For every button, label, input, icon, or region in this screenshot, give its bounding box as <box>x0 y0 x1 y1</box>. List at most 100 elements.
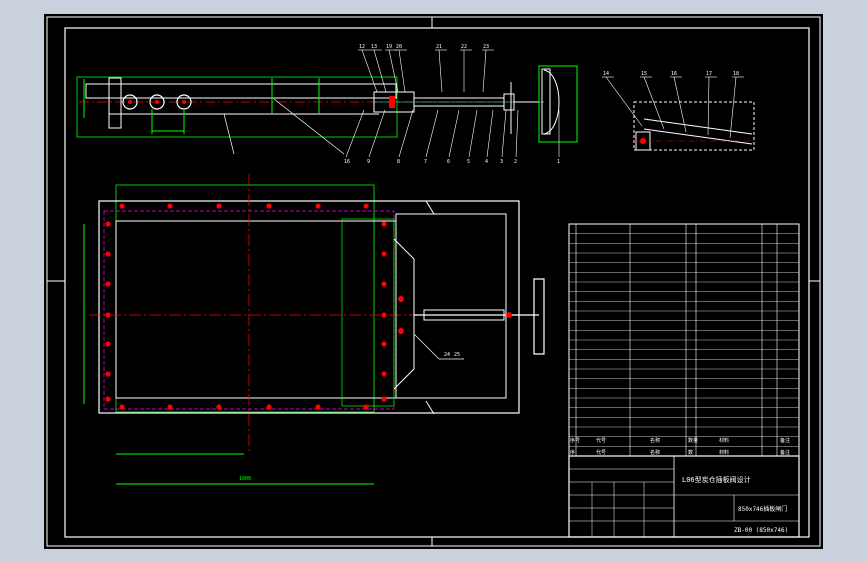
side-leader-bottom-line <box>486 109 494 158</box>
bom-header-cell: 名称 <box>650 437 660 444</box>
plan-view: 1000 24 25 <box>83 174 545 485</box>
side-leader-bottom-line <box>515 109 519 158</box>
long-leader-16 <box>273 98 345 155</box>
plan-spindle-body <box>423 309 505 321</box>
title-drawing-number: ZB-00 (850x746) <box>734 527 788 534</box>
detail-leader-line <box>729 76 737 139</box>
bom-rows: 序号代号名称数量材料备注 <box>569 233 799 447</box>
bolt-hole <box>381 396 387 402</box>
side-leader-bottom-line <box>368 109 386 158</box>
side-leader-top-line <box>373 49 387 93</box>
plan-green-inner <box>341 218 395 407</box>
detail-view: 14 15 16 17 18 <box>602 71 756 151</box>
side-leader-top-line <box>388 49 399 93</box>
side-leader-bottom-label: 9 <box>367 159 370 165</box>
plan-gap-mark-top <box>425 200 435 215</box>
side-leader-bottom-label: 3 <box>500 159 503 165</box>
detail-leader-label: 17 <box>706 71 712 77</box>
plan-dim-box-top <box>115 184 375 413</box>
roller-hub-3 <box>182 100 186 104</box>
bolt-hole <box>105 371 111 377</box>
plan-bolt-holes <box>105 203 387 410</box>
actuator-red-mark <box>389 96 395 108</box>
bom-header-cell: 数量 <box>688 437 698 444</box>
plan-dim-text: 1000 <box>239 476 251 482</box>
bolt-hole <box>381 251 387 257</box>
bolt-hole <box>216 404 222 410</box>
side-leader-top-label: 12 <box>359 44 365 50</box>
side-leader-bottom-line <box>398 109 414 158</box>
side-leader-bottom-label: 1 <box>557 159 560 165</box>
bolt-hole <box>167 203 173 209</box>
plan-leader-label-24: 24 <box>444 352 450 358</box>
bolt-hole <box>167 404 173 410</box>
bolt-hole <box>363 203 369 209</box>
handwheel-dim-box <box>538 65 578 143</box>
detail-leader-label: 18 <box>733 71 739 77</box>
side-leader-bottom-line <box>345 109 365 158</box>
side-leader-top-label: 20 <box>396 44 402 50</box>
plan-bracket <box>393 238 415 390</box>
roller-1 <box>122 94 138 110</box>
bolt-hole <box>381 341 387 347</box>
roller-hub-1 <box>128 100 132 104</box>
detail-leader-label: 15 <box>641 71 647 77</box>
detail-leader-line <box>673 76 687 133</box>
detail-leader-label: 14 <box>603 71 609 77</box>
bom-header-cell: 代号 <box>596 437 606 444</box>
plan-inner-opening <box>115 220 397 399</box>
detail-plate-top <box>643 118 753 135</box>
side-view-dim-box <box>76 76 398 138</box>
bom-footer-code: 代号 <box>596 449 606 456</box>
plan-leader-label-25: 25 <box>454 352 460 358</box>
bom-header-cell: 材料 <box>719 437 729 444</box>
bolt-hole <box>381 371 387 377</box>
side-leader-top-label: 19 <box>386 44 392 50</box>
bolt-hole <box>381 312 387 318</box>
long-leader-1 <box>223 113 235 155</box>
title-drawing-name: 850x746插板闸门 <box>738 505 787 513</box>
title-project: L06型炭仓插板阀设计 <box>682 475 751 484</box>
plan-bolt-b <box>398 328 404 334</box>
bolt-hole <box>105 281 111 287</box>
bolt-hole <box>216 203 222 209</box>
side-leader-top-line <box>361 49 378 93</box>
side-leader-top-label: 22 <box>461 44 467 50</box>
side-leader-bottom-label: 4 <box>485 159 488 165</box>
bolt-hole <box>266 203 272 209</box>
bolt-hole <box>119 404 125 410</box>
side-leader-top-line <box>398 49 406 93</box>
inner-frame <box>64 27 810 538</box>
bolt-hole <box>105 312 111 318</box>
bom-header-cell: 备注 <box>780 437 790 444</box>
bolt-hole <box>105 221 111 227</box>
plan-leader-24 <box>413 333 440 360</box>
side-leader-top-label: 13 <box>371 44 377 50</box>
plan-bolt-a <box>398 296 404 302</box>
plan-gap-mark-bottom <box>425 400 435 415</box>
bom-footer-qty: 数 <box>688 449 693 456</box>
detail-leader-line <box>605 76 643 127</box>
detail-leader-label: 16 <box>671 71 677 77</box>
side-leader-top-line <box>482 49 487 93</box>
bolt-hole <box>266 404 272 410</box>
side-leader-bottom-line <box>501 109 507 158</box>
side-leader-bottom-label: 5 <box>467 159 470 165</box>
detail-leaders: 14 15 16 17 18 <box>602 71 744 139</box>
side-leader-bottom-label: 16 <box>344 159 350 165</box>
bolt-hole <box>315 404 321 410</box>
side-leader-bottom-line <box>425 109 439 158</box>
handwheel <box>541 68 551 135</box>
bolt-hole <box>363 404 369 410</box>
side-leader-bottom-line <box>468 109 478 158</box>
side-body <box>85 83 397 99</box>
plan-outer-frame <box>98 200 520 414</box>
side-leader-bottom-label: 8 <box>397 159 400 165</box>
bolt-hole <box>105 251 111 257</box>
